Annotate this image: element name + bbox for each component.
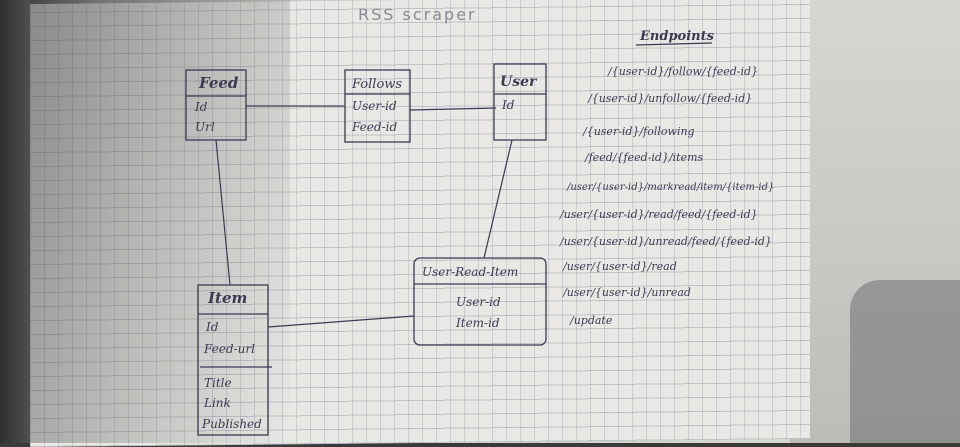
table-user-read-item-name: User-Read-Item [422, 265, 518, 279]
table-follows-box [344, 69, 411, 143]
table-follows-field: User-id [352, 99, 397, 113]
table-follows-field: Feed-id [351, 120, 397, 134]
table-item-field: Published [201, 417, 262, 431]
table-item-name: Item [207, 289, 247, 307]
table-user-field: Id [501, 98, 515, 112]
table-item: Item Id Feed-url Title Link Published [197, 284, 272, 436]
endpoint-item: /update [569, 314, 613, 327]
table-feed-box [185, 69, 247, 141]
endpoints-heading: Endpoints [639, 29, 715, 44]
item-userreaditem-connector [267, 315, 415, 328]
diagram-title: RSS scraper [358, 5, 477, 24]
paper-shadow [30, 0, 290, 443]
table-user-read-item-field: Item-id [455, 316, 500, 330]
shadow [850, 280, 960, 443]
endpoint-item: /user/{user-id}/read/feed/{feed-id} [559, 208, 758, 221]
endpoint-item: /{user-id}/follow/{feed-id} [607, 65, 758, 78]
table-user-name: User [500, 74, 538, 90]
table-follows-name: Follows [351, 77, 402, 92]
endpoint-item: /user/{user-id}/unread/feed/{feed-id} [559, 235, 772, 248]
endpoint-item: /feed/{feed-id}/items [584, 151, 704, 164]
table-user-read-item-box [413, 257, 547, 346]
endpoints-heading-underline [635, 42, 713, 46]
table-feed-field: Url [195, 120, 215, 134]
table-item-field: Id [205, 320, 219, 334]
table-item-box [197, 284, 269, 436]
table-feed-field: Id [194, 100, 208, 114]
table-user-read-item-field: User-id [456, 295, 501, 309]
table-user-box [493, 63, 547, 141]
endpoint-item: /{user-id}/following [582, 125, 695, 138]
table-follows: Follows User-id Feed-id [344, 69, 411, 143]
table-item-field: Link [203, 396, 231, 410]
table-item-field: Title [204, 376, 232, 390]
table-feed: Feed Id Url [185, 69, 247, 141]
follows-user-connector [409, 107, 497, 111]
endpoint-item: /{user-id}/unfollow/{feed-id} [587, 92, 752, 105]
endpoint-item: /user/{user-id}/read [562, 260, 677, 273]
feed-item-connector [215, 139, 231, 286]
table-user-read-item: User-Read-Item User-id Item-id [413, 257, 547, 346]
endpoint-item: /user/{user-id}/unread [562, 286, 691, 299]
table-item-field: Feed-url [203, 342, 255, 356]
endpoint-item: /user/{user-id}/markread/item/{item-id} [566, 182, 774, 193]
endpoints-list: Endpoints /{user-id}/follow/{feed-id} /{… [559, 29, 774, 327]
table-user: User Id [493, 63, 547, 141]
user-userreaditem-connector [483, 139, 513, 259]
table-feed-name: Feed [198, 74, 239, 92]
